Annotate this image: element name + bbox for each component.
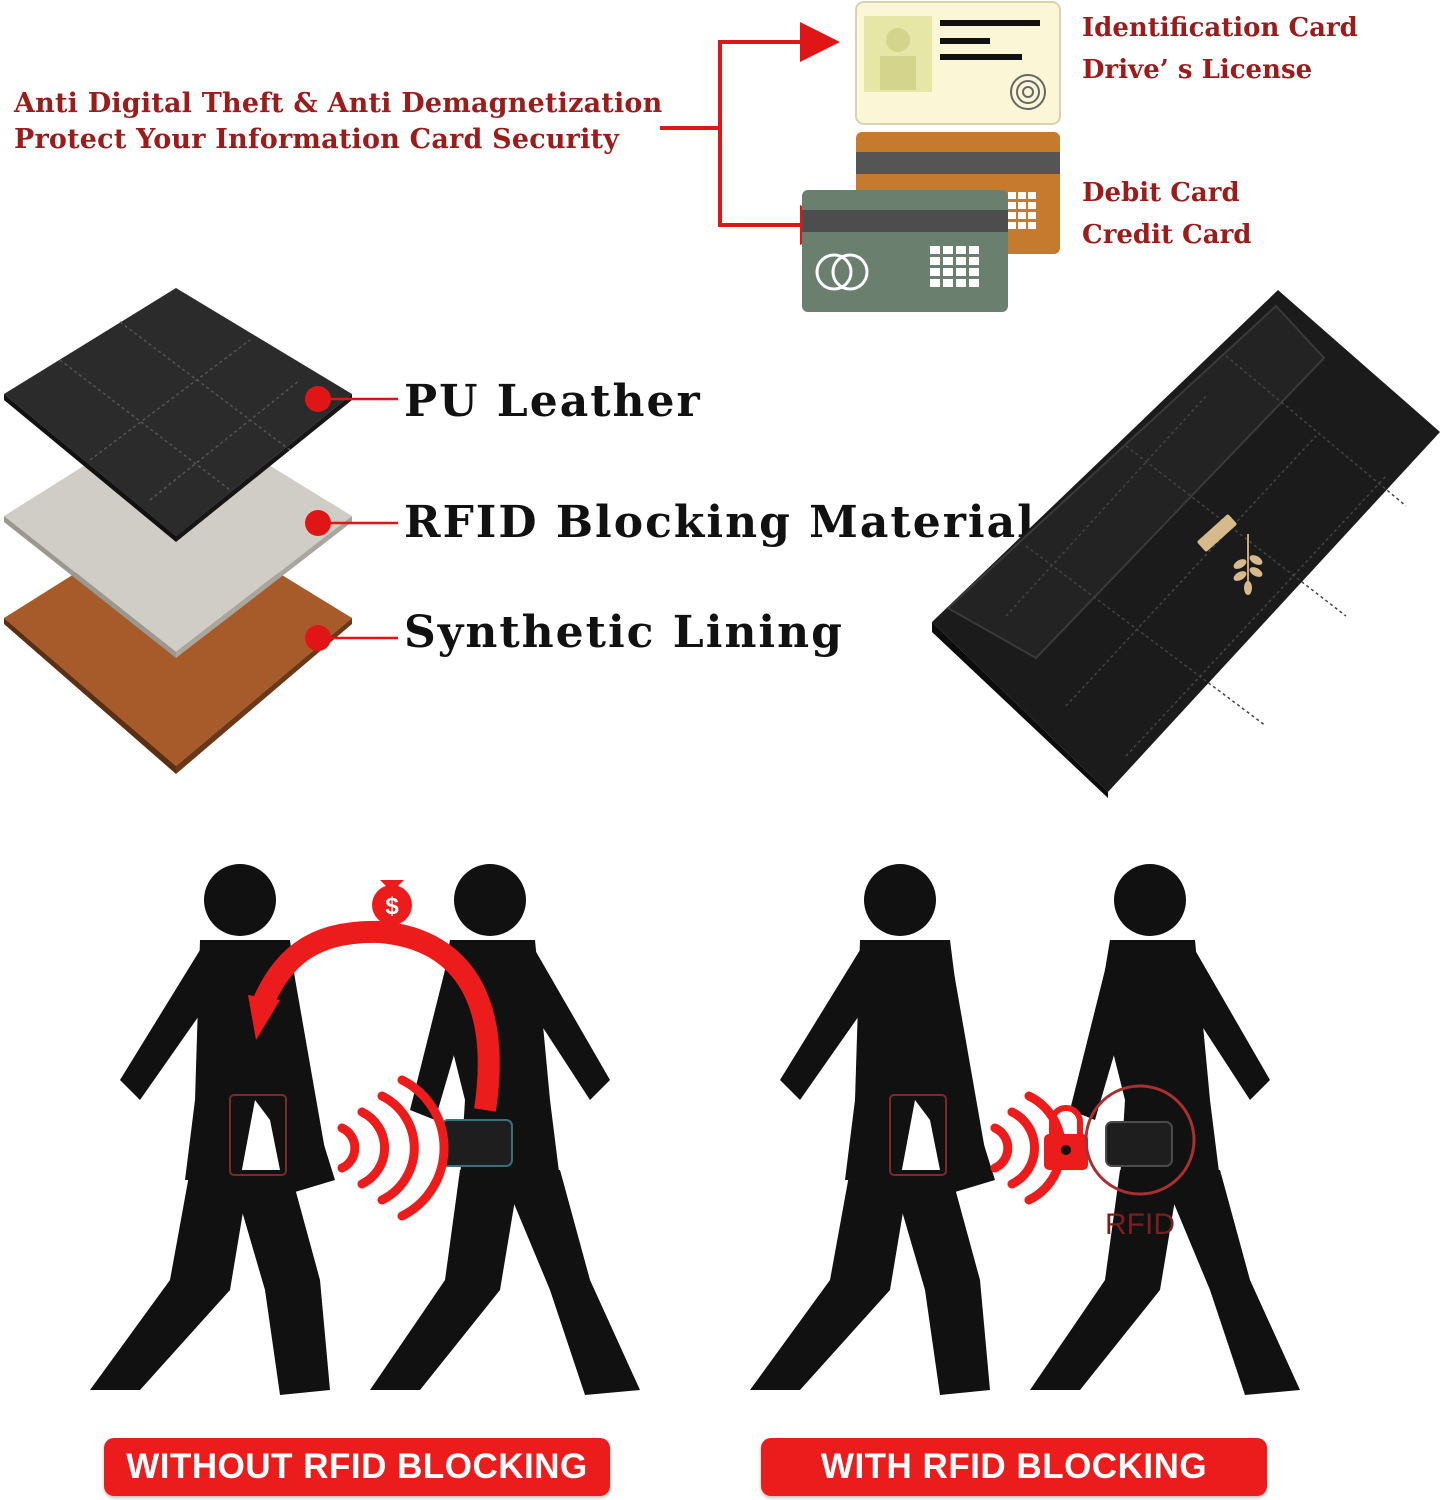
debit-card-label: Debit Card bbox=[1082, 178, 1240, 208]
material-layers bbox=[4, 288, 398, 774]
credit-card-label: Credit Card bbox=[1082, 220, 1252, 250]
lock-icon bbox=[1044, 1105, 1088, 1170]
id-card-labels: Identification Card Drive’ s License bbox=[1082, 7, 1358, 91]
scene-with-rfid: RFID bbox=[750, 864, 1300, 1395]
drivers-license-label: Drive’ s License bbox=[1082, 55, 1313, 85]
headline-line-1: Anti Digital Theft & Anti Demagnetizatio… bbox=[14, 88, 663, 119]
bank-card-icon bbox=[802, 132, 1060, 312]
id-card-label: Identification Card bbox=[1082, 13, 1358, 43]
id-card-icon bbox=[855, 1, 1061, 125]
banner-without-rfid: WITHOUT RFID BLOCKING bbox=[104, 1438, 610, 1496]
headline-line-2: Protect Your Information Card Security bbox=[14, 124, 620, 155]
headline: Anti Digital Theft & Anti Demagnetizatio… bbox=[14, 86, 662, 158]
banner-with-rfid: WITH RFID BLOCKING bbox=[761, 1438, 1267, 1496]
layer-label-rfid-blocking: RFID Blocking Material bbox=[404, 497, 1036, 548]
money-bag-icon: $ bbox=[372, 880, 412, 925]
layer-label-synthetic-lining: Synthetic Lining bbox=[404, 607, 844, 658]
bank-card-labels: Debit Card Credit Card bbox=[1082, 172, 1251, 256]
money-symbol: $ bbox=[385, 893, 399, 920]
scene-without-rfid: $ bbox=[90, 864, 640, 1395]
layer-label-pu-leather: PU Leather bbox=[404, 376, 702, 427]
rfid-tag-label: RFID bbox=[1105, 1208, 1175, 1241]
pu-leather-layer bbox=[4, 288, 352, 536]
wallet-icon bbox=[932, 290, 1440, 798]
connector-arrows bbox=[660, 22, 840, 245]
